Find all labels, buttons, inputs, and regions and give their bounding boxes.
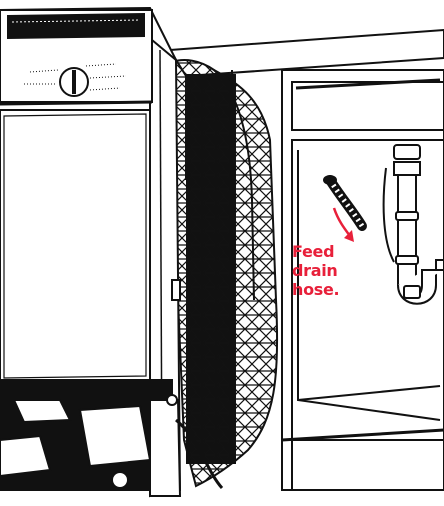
insulation-blanket bbox=[172, 60, 277, 486]
feed-drain-hose-label: Feed drain hose. bbox=[292, 242, 362, 299]
